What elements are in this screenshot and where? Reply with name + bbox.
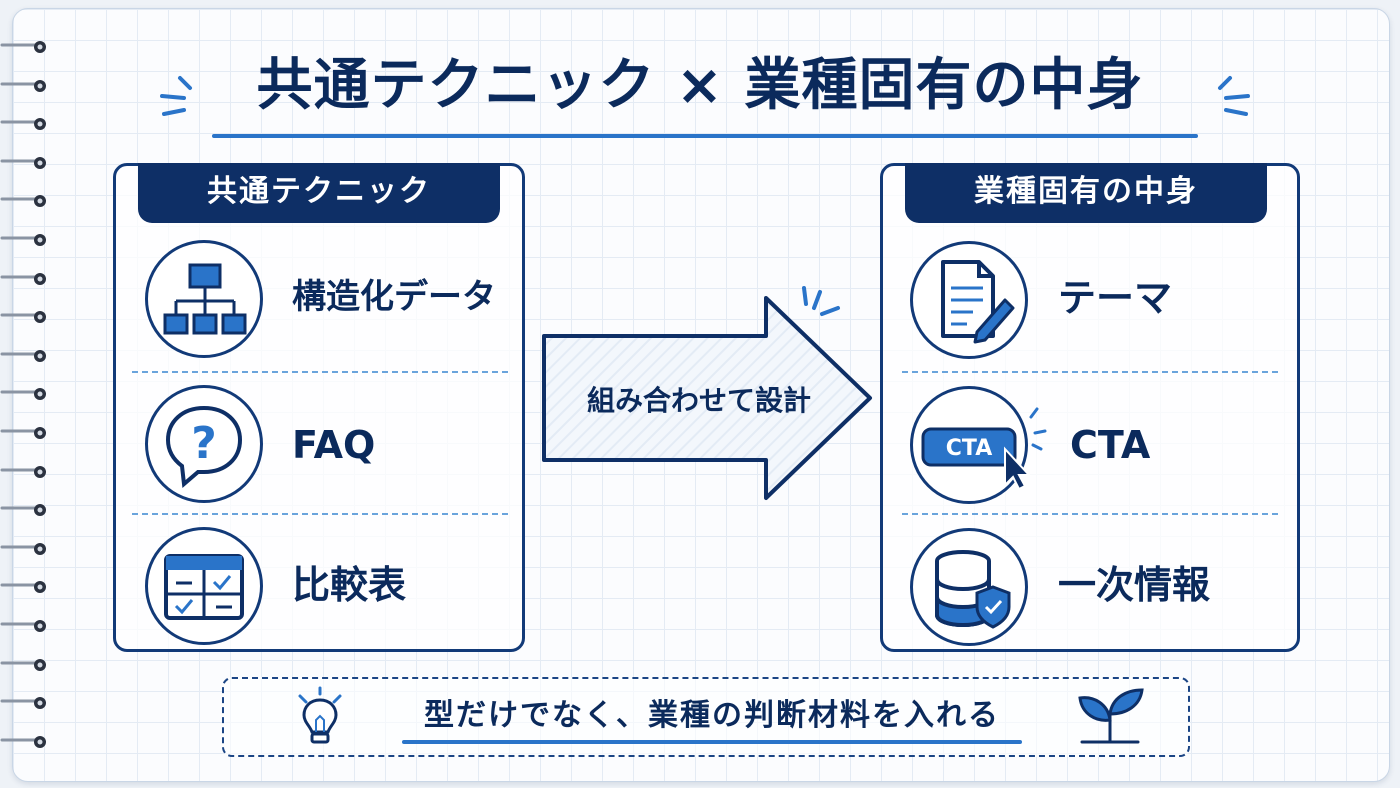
item-comparison-table: 比較表 — [292, 563, 407, 607]
binding-ring — [0, 620, 46, 632]
combine-arrow — [542, 296, 872, 500]
divider — [132, 513, 508, 515]
common-techniques-heading: 共通テクニック — [138, 163, 500, 223]
page-title: 共通テクニック × 業種固有の中身 — [256, 53, 1144, 118]
binding-ring — [0, 504, 46, 517]
divider — [902, 371, 1278, 373]
item-faq: FAQ — [292, 423, 376, 467]
cta-button-cursor-icon: CTA — [910, 386, 1047, 504]
combine-label: 組み合わせて設計 — [586, 384, 811, 417]
footer-underline — [402, 740, 1022, 744]
binding-ring — [0, 349, 46, 362]
lightbulb-icon — [298, 686, 342, 744]
binding-ring — [0, 195, 46, 208]
binding-ring — [0, 79, 46, 92]
binding-ring — [0, 41, 46, 53]
divider — [902, 513, 1278, 515]
binding-ring — [0, 542, 46, 555]
binding-ring — [0, 388, 46, 401]
binding-ring — [0, 118, 46, 131]
binding-ring — [0, 234, 46, 246]
binding-ring — [0, 697, 46, 710]
item-cta: CTA — [1070, 423, 1151, 467]
binding-ring — [0, 427, 46, 439]
footer-text: 型だけでなく、業種の判断材料を入れる — [424, 698, 1000, 733]
binding-ring — [0, 581, 46, 594]
question-bubble-icon: ? — [145, 385, 263, 503]
item-structured-data: 構造化データ — [292, 277, 496, 317]
binding-ring — [0, 658, 46, 671]
sprout-icon — [1078, 688, 1144, 744]
binding-ring — [0, 735, 46, 748]
binding-ring — [0, 465, 46, 478]
comparison-table-icon — [145, 527, 263, 645]
title-sparkle-right-icon — [1218, 76, 1250, 116]
divider — [132, 371, 508, 373]
svg-text:?: ? — [191, 418, 217, 469]
binding-ring — [0, 156, 46, 169]
industry-content-heading: 業種固有の中身 — [905, 163, 1267, 223]
title-sparkle-left-icon — [160, 76, 192, 116]
binding-ring — [0, 272, 46, 285]
database-shield-icon — [910, 528, 1028, 646]
cta-button-text: CTA — [946, 436, 992, 461]
hierarchy-icon — [145, 240, 263, 358]
document-pencil-icon — [910, 241, 1028, 359]
title-underline — [212, 134, 1198, 138]
item-theme: テーマ — [1058, 276, 1173, 320]
arrow-sparkle-icon — [802, 286, 840, 316]
binding-ring — [0, 311, 46, 324]
item-primary-info: 一次情報 — [1058, 563, 1211, 607]
